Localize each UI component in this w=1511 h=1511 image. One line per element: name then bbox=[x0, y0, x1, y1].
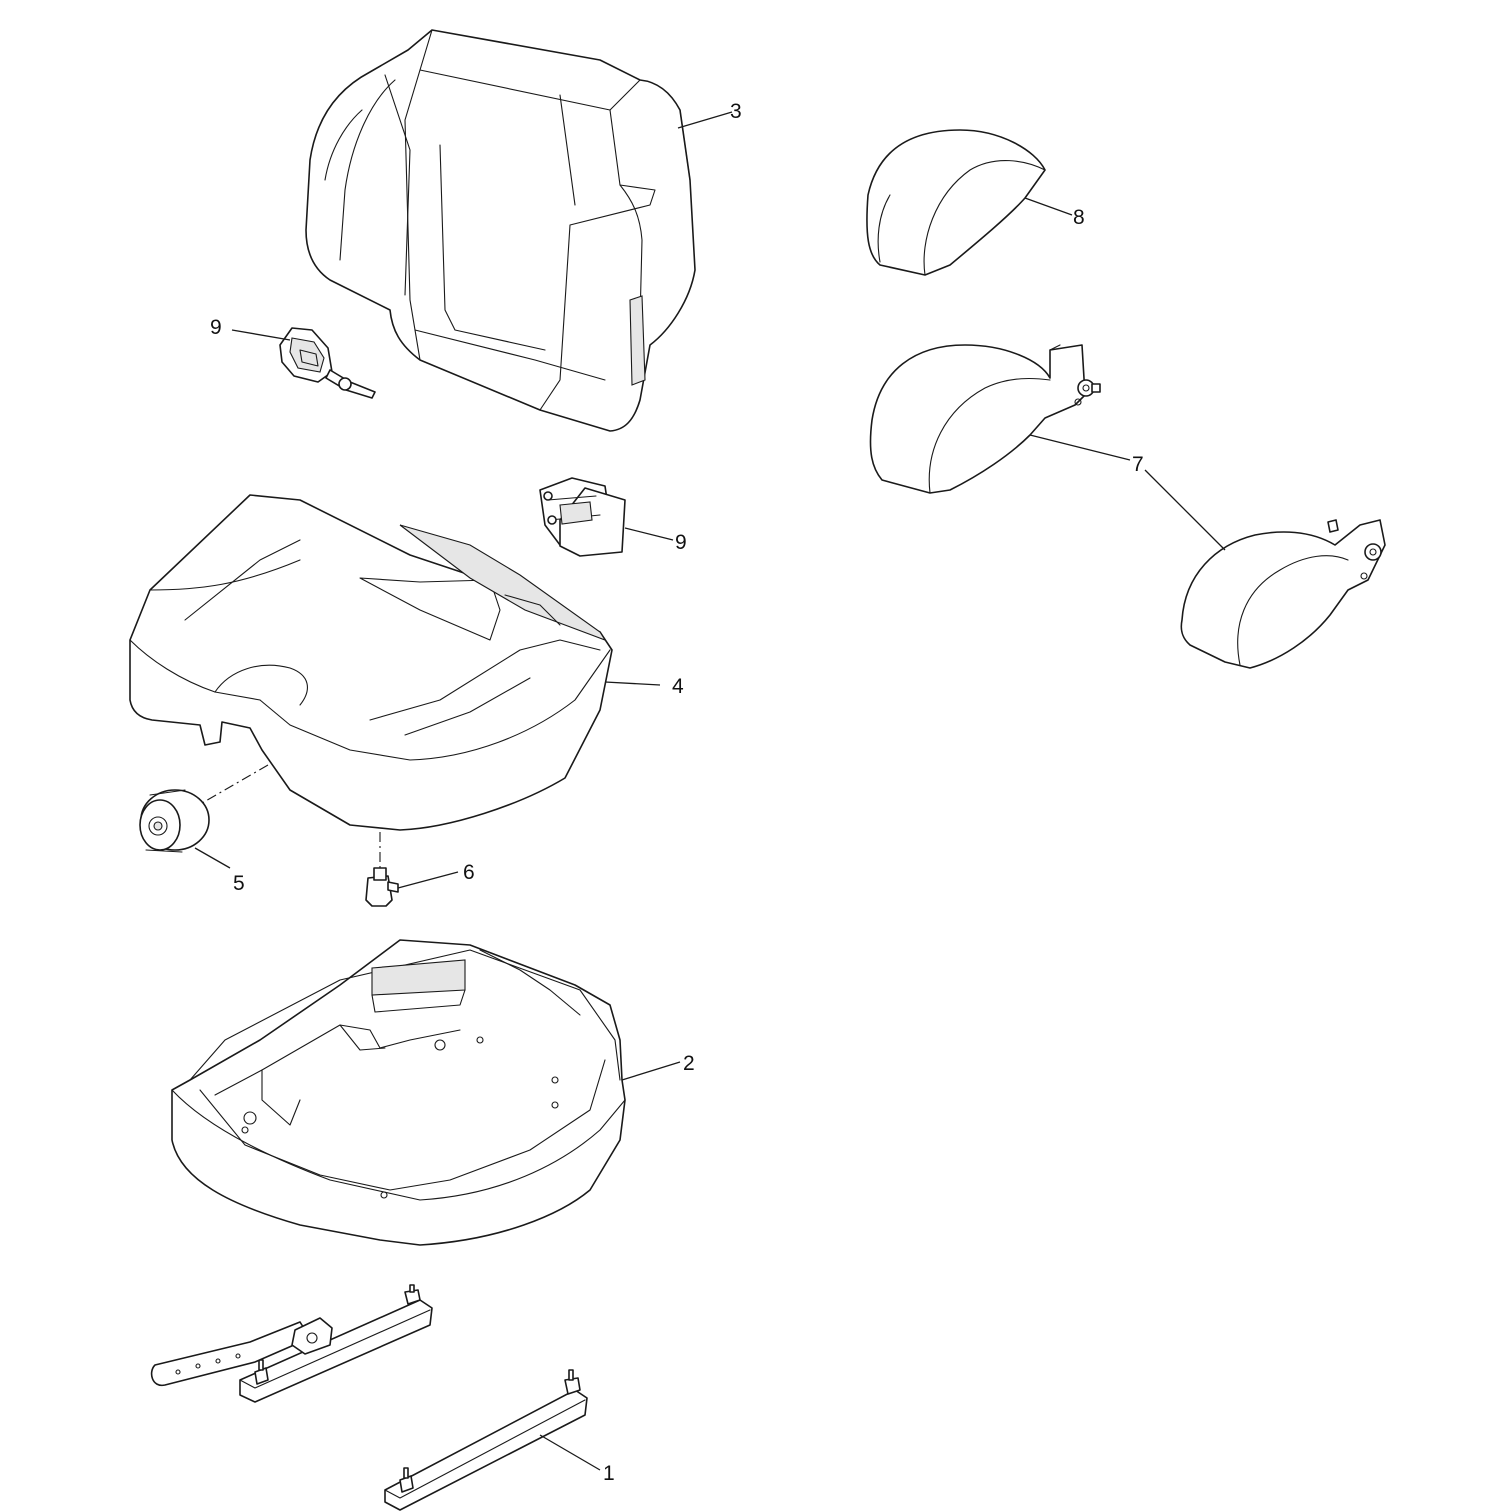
seat-pan-frame bbox=[171, 939, 626, 1246]
seat-back-cushion bbox=[305, 29, 696, 432]
leader-lines bbox=[194, 111, 1226, 1471]
adjustment-knob bbox=[139, 789, 210, 853]
callout-6: 6 bbox=[463, 861, 475, 884]
callout-9-buckle: 9 bbox=[210, 316, 222, 339]
seat-slide-rails bbox=[150, 1284, 588, 1511]
callout-9-clip: 9 bbox=[675, 531, 687, 554]
callout-4: 4 bbox=[672, 675, 684, 698]
armrest-pad bbox=[866, 129, 1046, 276]
callout-2: 2 bbox=[683, 1052, 695, 1075]
callout-8: 8 bbox=[1073, 206, 1085, 229]
belt-retainer-clip bbox=[539, 477, 626, 557]
callout-7: 7 bbox=[1132, 453, 1144, 476]
callout-1: 1 bbox=[603, 1462, 615, 1485]
callout-3: 3 bbox=[730, 100, 742, 123]
callout-5: 5 bbox=[233, 872, 245, 895]
callout-labels: 3 8 9 9 4 5 6 7 2 1 bbox=[210, 100, 1144, 1485]
seat-cushion bbox=[129, 494, 613, 831]
armrest-assembly-lower bbox=[1180, 519, 1386, 669]
seat-belt-buckle bbox=[279, 327, 376, 399]
armrest-assembly-upper bbox=[869, 344, 1101, 494]
seat-switch bbox=[365, 867, 399, 907]
